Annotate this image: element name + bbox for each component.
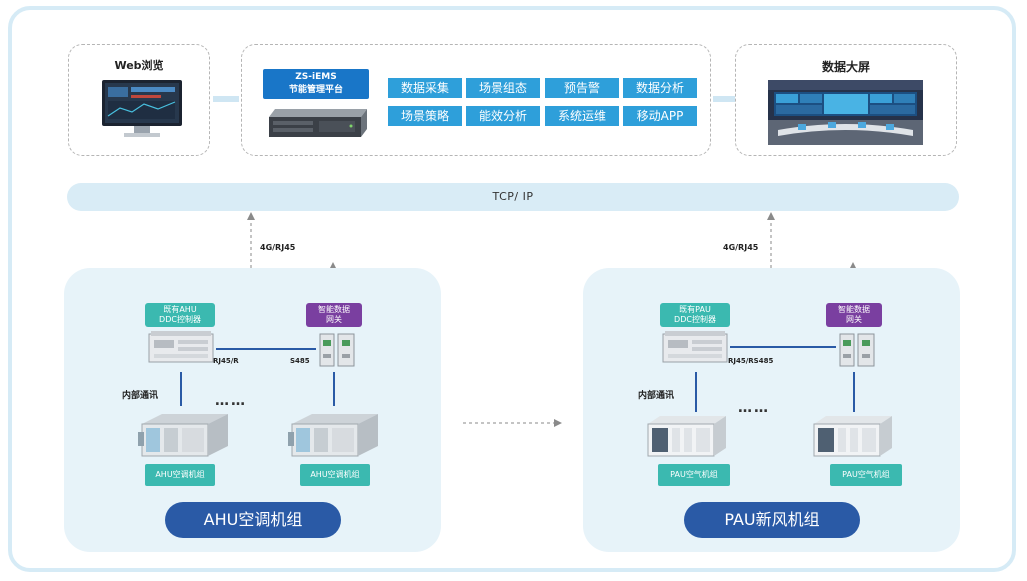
pau-unit-2-label: PAU空气机组 [830,464,902,486]
ahu-ellipsis: …… [215,393,247,409]
pau-controller-tag: 既有PAU DDC控制器 [660,303,730,327]
pau-region-title: PAU新风机组 [684,502,860,538]
monitor-icon [102,80,182,137]
ahu-unit-2-icon [288,414,378,457]
pau-port-label: RJ45/RS485 [728,357,774,365]
function-scene-strategy: 场景策略 [388,106,462,126]
right-link-label: 4G/RJ45 [723,243,759,252]
ahu-port-label: RJ45/R [213,357,239,365]
function-data-collection: 数据采集 [388,78,462,98]
connector-right [713,96,735,102]
web-browse-panel [68,44,210,156]
ahu-controller-tag: 既有AHU DDC控制器 [145,303,215,327]
function-mobile-app: 移动APP [623,106,697,126]
ahu-controller-tag-line1: 既有AHU [163,305,197,314]
ahu-gateway-tag: 智能数据 网关 [306,303,362,327]
ahu-ddc-controller-icon [148,331,214,363]
ahu-unit-1-icon [138,414,228,457]
function-data-analysis: 数据分析 [623,78,697,98]
function-pre-alarm: 预告警 [545,78,619,98]
server-label: ZS-iEMS 节能管理平台 [263,69,369,99]
server-icon [269,109,367,137]
pau-unit-1-label: PAU空气机组 [658,464,730,486]
function-system-ops: 系统运维 [545,106,619,126]
pau-gateway-tag-line1: 智能数据 [838,305,870,314]
pau-bus-line [730,346,836,348]
function-efficiency-analysis: 能效分析 [466,106,540,126]
left-link-label: 4G/RJ45 [260,243,296,252]
pau-ellipsis: …… [738,400,770,416]
ahu-unit-2-label: AHU空调机组 [300,464,370,486]
web-browse-title: Web浏览 [114,59,164,72]
outer-frame [8,6,1016,572]
pau-ddc-controller-icon [662,331,728,363]
ahu-controller-vline [180,372,182,406]
pau-unit-2-icon [813,416,892,457]
pau-unit-1-icon [647,416,726,457]
function-scene-config: 场景组态 [466,78,540,98]
ahu-bus-label: S485 [290,357,310,365]
control-room-image [768,80,923,145]
pau-controller-vline [695,372,697,412]
ahu-region-title: AHU空调机组 [165,502,341,538]
ahu-unit-1-label: AHU空调机组 [145,464,215,486]
pau-gateway-tag-line2: 网关 [846,315,862,324]
server-label-line1: ZS-iEMS [295,72,337,82]
tcp-ip-bus: TCP/ IP [67,183,959,211]
pau-controller-tag-line1: 既有PAU [679,305,711,314]
pau-gateway-icon [839,333,875,367]
ahu-gateway-icon [319,333,355,367]
server-label-line2: 节能管理平台 [288,85,343,95]
ahu-controller-tag-line2: DDC控制器 [159,315,201,324]
ahu-gateway-tag-line2: 网关 [326,315,342,324]
pau-internal-comm-label: 内部通讯 [638,391,675,401]
pau-gateway-vline [853,372,855,412]
connector-left [213,96,239,102]
pau-gateway-tag: 智能数据 网关 [826,303,882,327]
bigscreen-title: 数据大屏 [821,60,870,74]
ahu-internal-comm-label: 内部通讯 [122,391,159,401]
ahu-gateway-tag-line1: 智能数据 [318,305,350,314]
ahu-bus-line [216,348,316,350]
ahu-gateway-vline [333,372,335,406]
pau-controller-tag-line2: DDC控制器 [674,315,716,324]
server-panel [241,44,711,156]
